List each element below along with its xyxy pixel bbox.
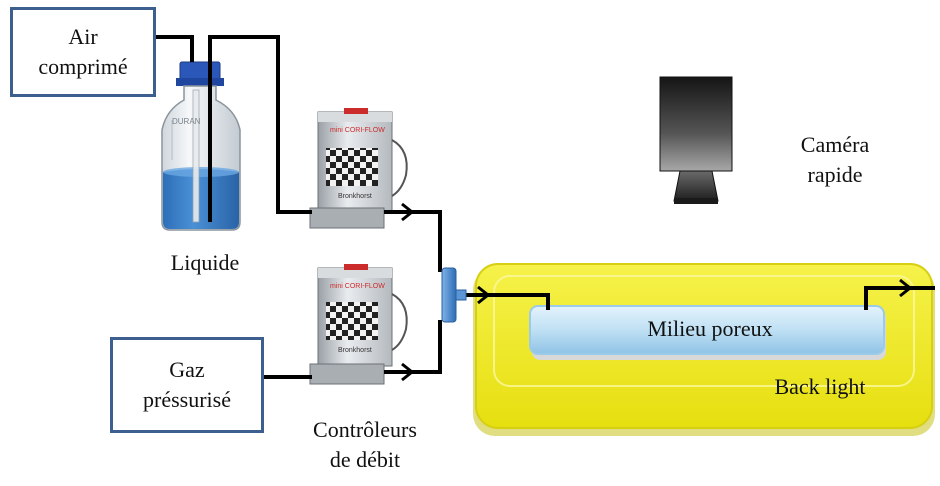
- pressurized-gas-box: Gaz préssurisé: [110, 337, 264, 433]
- liquid-label: Liquide: [170, 250, 240, 275]
- compressed-air-label-line1: Air: [68, 24, 98, 49]
- flow-controller-bottom: [309, 264, 408, 385]
- back-light-label: Back light: [774, 374, 866, 399]
- flow-arrows: [401, 202, 913, 382]
- flow-controllers-label: Contrôleurs de débit: [280, 415, 450, 475]
- compressed-air-box: Air comprimé: [10, 7, 156, 97]
- t-junction-connector: [441, 267, 467, 323]
- flow-controller-top: [309, 108, 408, 229]
- porous-medium-label: Milieu poreux: [647, 316, 773, 341]
- bottle-brand-text: DURAN: [172, 117, 201, 126]
- controller-top-model-text: mini CORI-FLOW: [330, 127, 385, 134]
- camera-label-line1: Caméra: [800, 132, 870, 157]
- compressed-air-label-line2: comprimé: [38, 54, 128, 79]
- tubing: [156, 35, 935, 379]
- camera-icon: [659, 76, 733, 204]
- controller-bottom-brand-text: Bronkhorst: [338, 347, 372, 354]
- camera-label-line2: rapide: [807, 162, 863, 187]
- camera-label: Caméra rapide: [770, 130, 900, 190]
- pressurized-gas-label-line2: préssurisé: [143, 387, 231, 412]
- pressurized-gas-label-line1: Gaz: [169, 357, 205, 382]
- controller-bottom-model-text: mini CORI-FLOW: [330, 283, 385, 290]
- flow-controllers-label-line1: Contrôleurs: [313, 417, 417, 442]
- liquid-bottle-icon: [161, 61, 241, 231]
- controller-top-brand-text: Bronkhorst: [338, 193, 372, 200]
- flow-controllers-label-line2: de débit: [329, 447, 401, 472]
- porous-medium-cell: [529, 305, 886, 360]
